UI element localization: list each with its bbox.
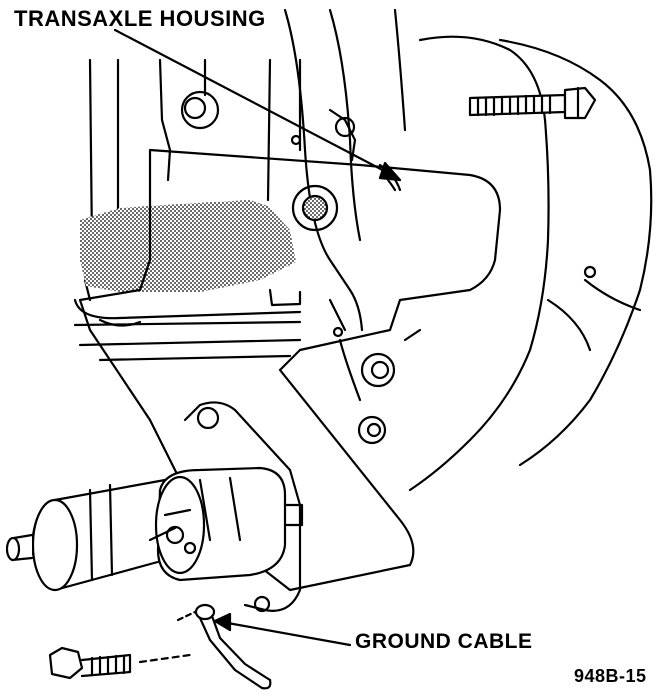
transaxle-housing bbox=[283, 8, 653, 492]
ground-cable bbox=[194, 603, 272, 690]
engine-block bbox=[73, 58, 302, 362]
ground-cable-leader-line bbox=[220, 620, 352, 647]
housing-bolt bbox=[468, 86, 597, 120]
transaxle-leader-line bbox=[113, 28, 394, 177]
shaded-casting bbox=[80, 200, 296, 292]
mounting-plate bbox=[78, 148, 502, 592]
transaxle-housing-label: TRANSAXLE HOUSING bbox=[14, 6, 266, 31]
starter-mount-bolt bbox=[48, 610, 197, 680]
starter-motor bbox=[5, 401, 304, 613]
ground-cable-label: GROUND CABLE bbox=[355, 630, 533, 653]
transaxle-leader-arrowhead bbox=[378, 161, 402, 182]
ground-cable-leader-arrowhead bbox=[213, 612, 232, 632]
figure-id-label: 948B-15 bbox=[574, 666, 647, 686]
